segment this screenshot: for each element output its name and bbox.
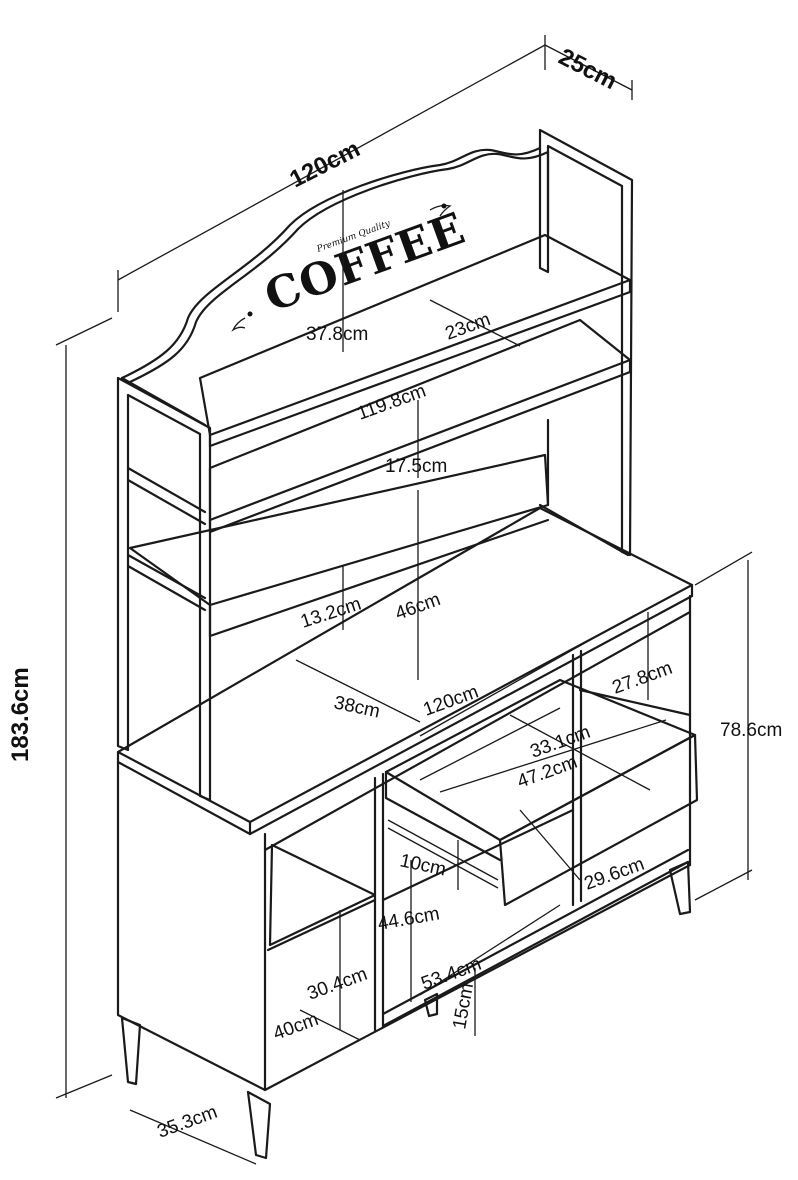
upper-shelf-gap-label: 17.5cm bbox=[385, 456, 447, 477]
overall-depth-label: 25cm bbox=[554, 43, 621, 95]
counter-top bbox=[116, 506, 694, 836]
cabinet-niche-height-label: 30.4cm bbox=[305, 964, 371, 1005]
right-upper-frame bbox=[538, 128, 634, 557]
drawer-height-label: 10cm bbox=[398, 850, 448, 880]
open-section-height-label: 44.6cm bbox=[376, 903, 441, 935]
legs bbox=[120, 860, 692, 1160]
cabinet-niche-width-label: 40cm bbox=[271, 1009, 322, 1045]
base-cabinet bbox=[116, 594, 692, 1092]
left-upper-frame bbox=[116, 376, 212, 802]
right-niche-height-label: 27.8cm bbox=[610, 658, 676, 699]
left-flourish-icon bbox=[231, 317, 246, 332]
base-height-label: 78.6cm bbox=[720, 720, 782, 741]
drawer bbox=[384, 678, 699, 907]
coffee-logo: COFFEE Premium Quality bbox=[231, 203, 472, 332]
dimension-lines bbox=[55, 35, 753, 1165]
sign-height-label: 37.8cm bbox=[306, 324, 368, 345]
logo-dot-icon bbox=[247, 311, 253, 317]
logo-dot-icon bbox=[441, 203, 447, 209]
middle-shelf bbox=[208, 318, 632, 534]
counter-depth-label: 38cm bbox=[332, 692, 382, 722]
overall-height-label: 183.6cm bbox=[7, 667, 34, 762]
base-depth-label: 35.3cm bbox=[155, 1102, 221, 1143]
right-flourish-icon bbox=[429, 204, 452, 217]
overall-width-label: 120cm bbox=[285, 135, 364, 193]
top-shelf bbox=[198, 233, 632, 448]
lower-shelf bbox=[128, 453, 550, 638]
lower-shelf-gap-label: 13.2cm bbox=[298, 594, 364, 633]
